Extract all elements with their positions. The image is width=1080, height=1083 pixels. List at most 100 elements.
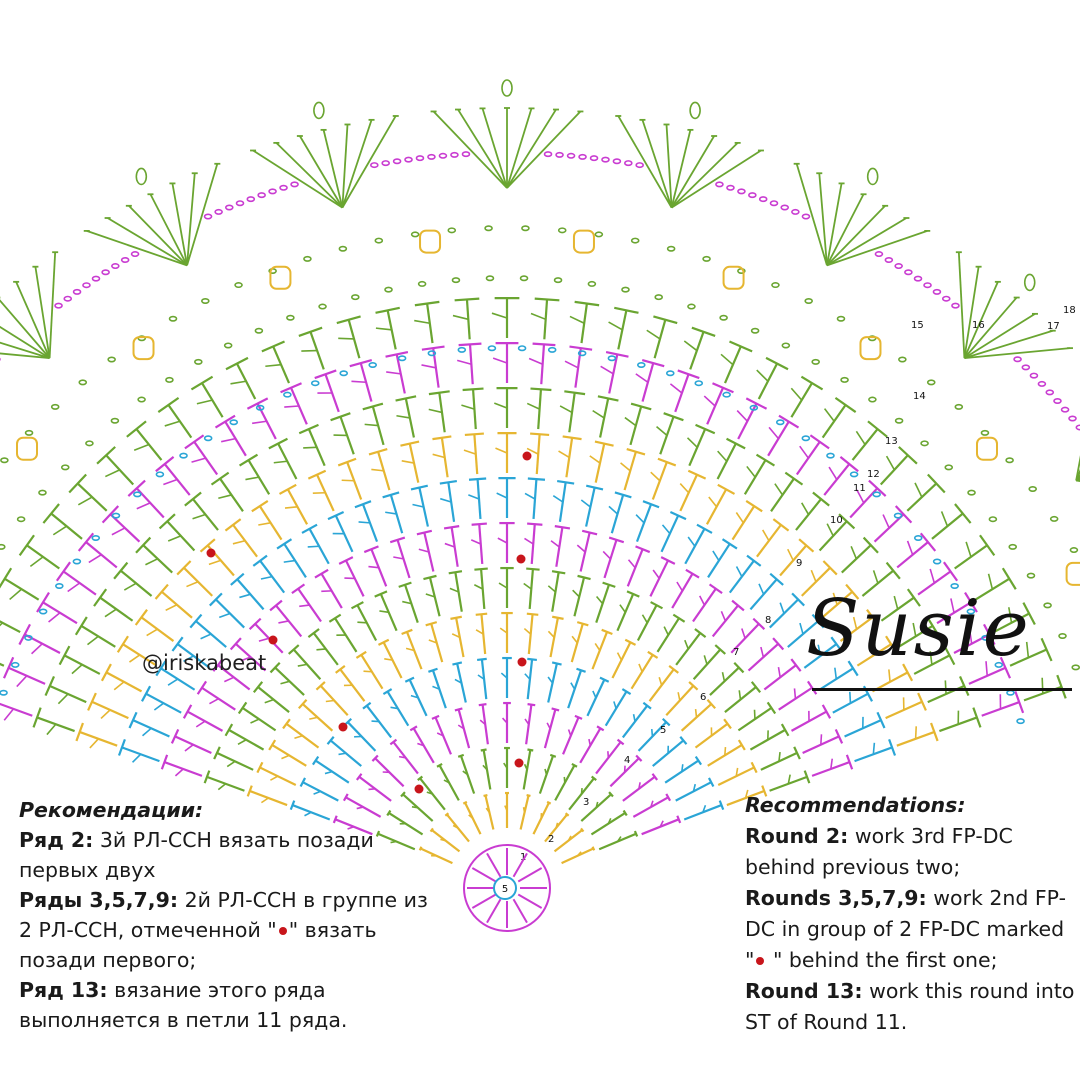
- stitch-symbol: [68, 473, 108, 512]
- stitch-symbol: [326, 736, 362, 767]
- stitch-symbol: [692, 644, 726, 681]
- stitch-symbol: [2, 656, 46, 688]
- round-number-label: 3: [583, 797, 589, 808]
- chain-stitch: [410, 231, 420, 238]
- chain-stitch: [303, 255, 312, 262]
- stitch-symbol: [608, 491, 632, 534]
- stitch-symbol: [547, 570, 566, 612]
- title-underline: [812, 688, 1072, 691]
- chain-stitch: [749, 404, 759, 411]
- stitch-symbol: [417, 775, 446, 811]
- stitch-symbol: [404, 676, 428, 717]
- chain-stitch: [898, 356, 907, 363]
- chain-stitch: [894, 417, 904, 424]
- stitch-symbol: [646, 315, 678, 359]
- stitch-symbol: [377, 638, 403, 679]
- stitch-symbol: [425, 621, 444, 663]
- stitch-symbol: [675, 777, 715, 802]
- stitch-symbol: [497, 521, 515, 563]
- stitch-symbol: [157, 396, 193, 439]
- stitch-symbol: [117, 738, 160, 763]
- stitch-symbol: [547, 615, 564, 658]
- stitch-symbol: [818, 513, 856, 552]
- stitch-symbol: [314, 369, 340, 413]
- stitch-symbol: [591, 628, 613, 670]
- stitch-symbol: [861, 561, 901, 597]
- stitch-symbol: [823, 456, 859, 496]
- stitch-symbol: [498, 566, 514, 608]
- round-number-label: 7: [733, 647, 739, 658]
- stitch-symbol: [896, 532, 937, 569]
- stitch-symbol: [176, 560, 214, 597]
- chain-stitch: [804, 297, 813, 304]
- stitch-symbol: [580, 791, 614, 822]
- stitch-symbol: [342, 793, 382, 818]
- stitch-symbol: [416, 529, 435, 572]
- stitch-symbol: [522, 748, 534, 790]
- stitch-symbol: [212, 658, 251, 691]
- round-number-label: 15: [911, 320, 924, 331]
- chain-stitch: [417, 280, 427, 287]
- stitch-symbol: [703, 382, 734, 425]
- stitch-symbol: [635, 358, 665, 402]
- stitch-symbol: [931, 503, 972, 540]
- chain-stitch: [223, 342, 233, 349]
- chain-stitch: [487, 345, 497, 352]
- stitch-symbol: [349, 358, 373, 402]
- chain-stitch: [10, 661, 20, 668]
- chain-stitch: [457, 346, 467, 353]
- chain-stitch: [893, 512, 903, 519]
- chain-stitch: [1016, 718, 1025, 725]
- stitch-symbol: [128, 711, 170, 738]
- stitch-symbol: [58, 645, 101, 675]
- stitch-symbol: [224, 723, 265, 751]
- stitch-symbol: [199, 538, 235, 577]
- pattern-title: Susie: [806, 584, 1031, 674]
- fan-motif: [1065, 561, 1080, 586]
- chain-stitch: [384, 286, 393, 293]
- center-stitch: [517, 893, 543, 909]
- round-number-label: 17: [1047, 321, 1060, 332]
- stitch-symbol: [602, 536, 625, 579]
- stitch-symbol: [96, 446, 135, 486]
- stitch-symbol: [328, 613, 358, 653]
- chain-stitch: [722, 391, 731, 398]
- chain-stitch: [133, 491, 142, 498]
- round-number-label: 8: [765, 615, 771, 626]
- stitch-symbol: [600, 351, 629, 394]
- stitch-symbol: [532, 800, 552, 835]
- stitch-symbol: [454, 707, 471, 749]
- stitch-symbol: [307, 628, 339, 666]
- stitch-symbol: [524, 522, 543, 565]
- stitch-symbol: [737, 701, 777, 732]
- round-number-label: 18: [1063, 305, 1076, 316]
- chain-stitch: [913, 535, 923, 542]
- stitch-symbol: [528, 342, 556, 385]
- stitch-symbol: [473, 567, 488, 610]
- stitch-symbol: [140, 685, 182, 714]
- stitch-symbol: [500, 656, 512, 698]
- stitch-symbol: [444, 812, 470, 843]
- stitch-symbol: [526, 432, 550, 475]
- chain-stitch: [111, 512, 121, 519]
- stitch-symbol: [171, 636, 211, 669]
- red-marker: [522, 451, 532, 461]
- stitch-symbol: [291, 583, 322, 623]
- stitch-symbol: [224, 518, 258, 558]
- stitch-symbol: [452, 297, 480, 340]
- stitch-symbol: [767, 414, 800, 457]
- stitch-symbol: [75, 722, 118, 749]
- stitch-symbol: [841, 536, 879, 574]
- stitch-symbol: [679, 469, 707, 512]
- stitch-symbol: [519, 793, 531, 830]
- stitch-symbol: [968, 656, 1012, 685]
- chain-stitch: [50, 403, 60, 410]
- round-number-label: 13: [885, 436, 898, 447]
- center-stitch: [512, 852, 528, 878]
- stitch-symbol: [210, 471, 244, 512]
- chain-stitch: [694, 380, 704, 387]
- chain-stitch: [967, 489, 976, 496]
- stitch-symbol: [134, 609, 175, 642]
- stitch-symbol: [261, 340, 291, 384]
